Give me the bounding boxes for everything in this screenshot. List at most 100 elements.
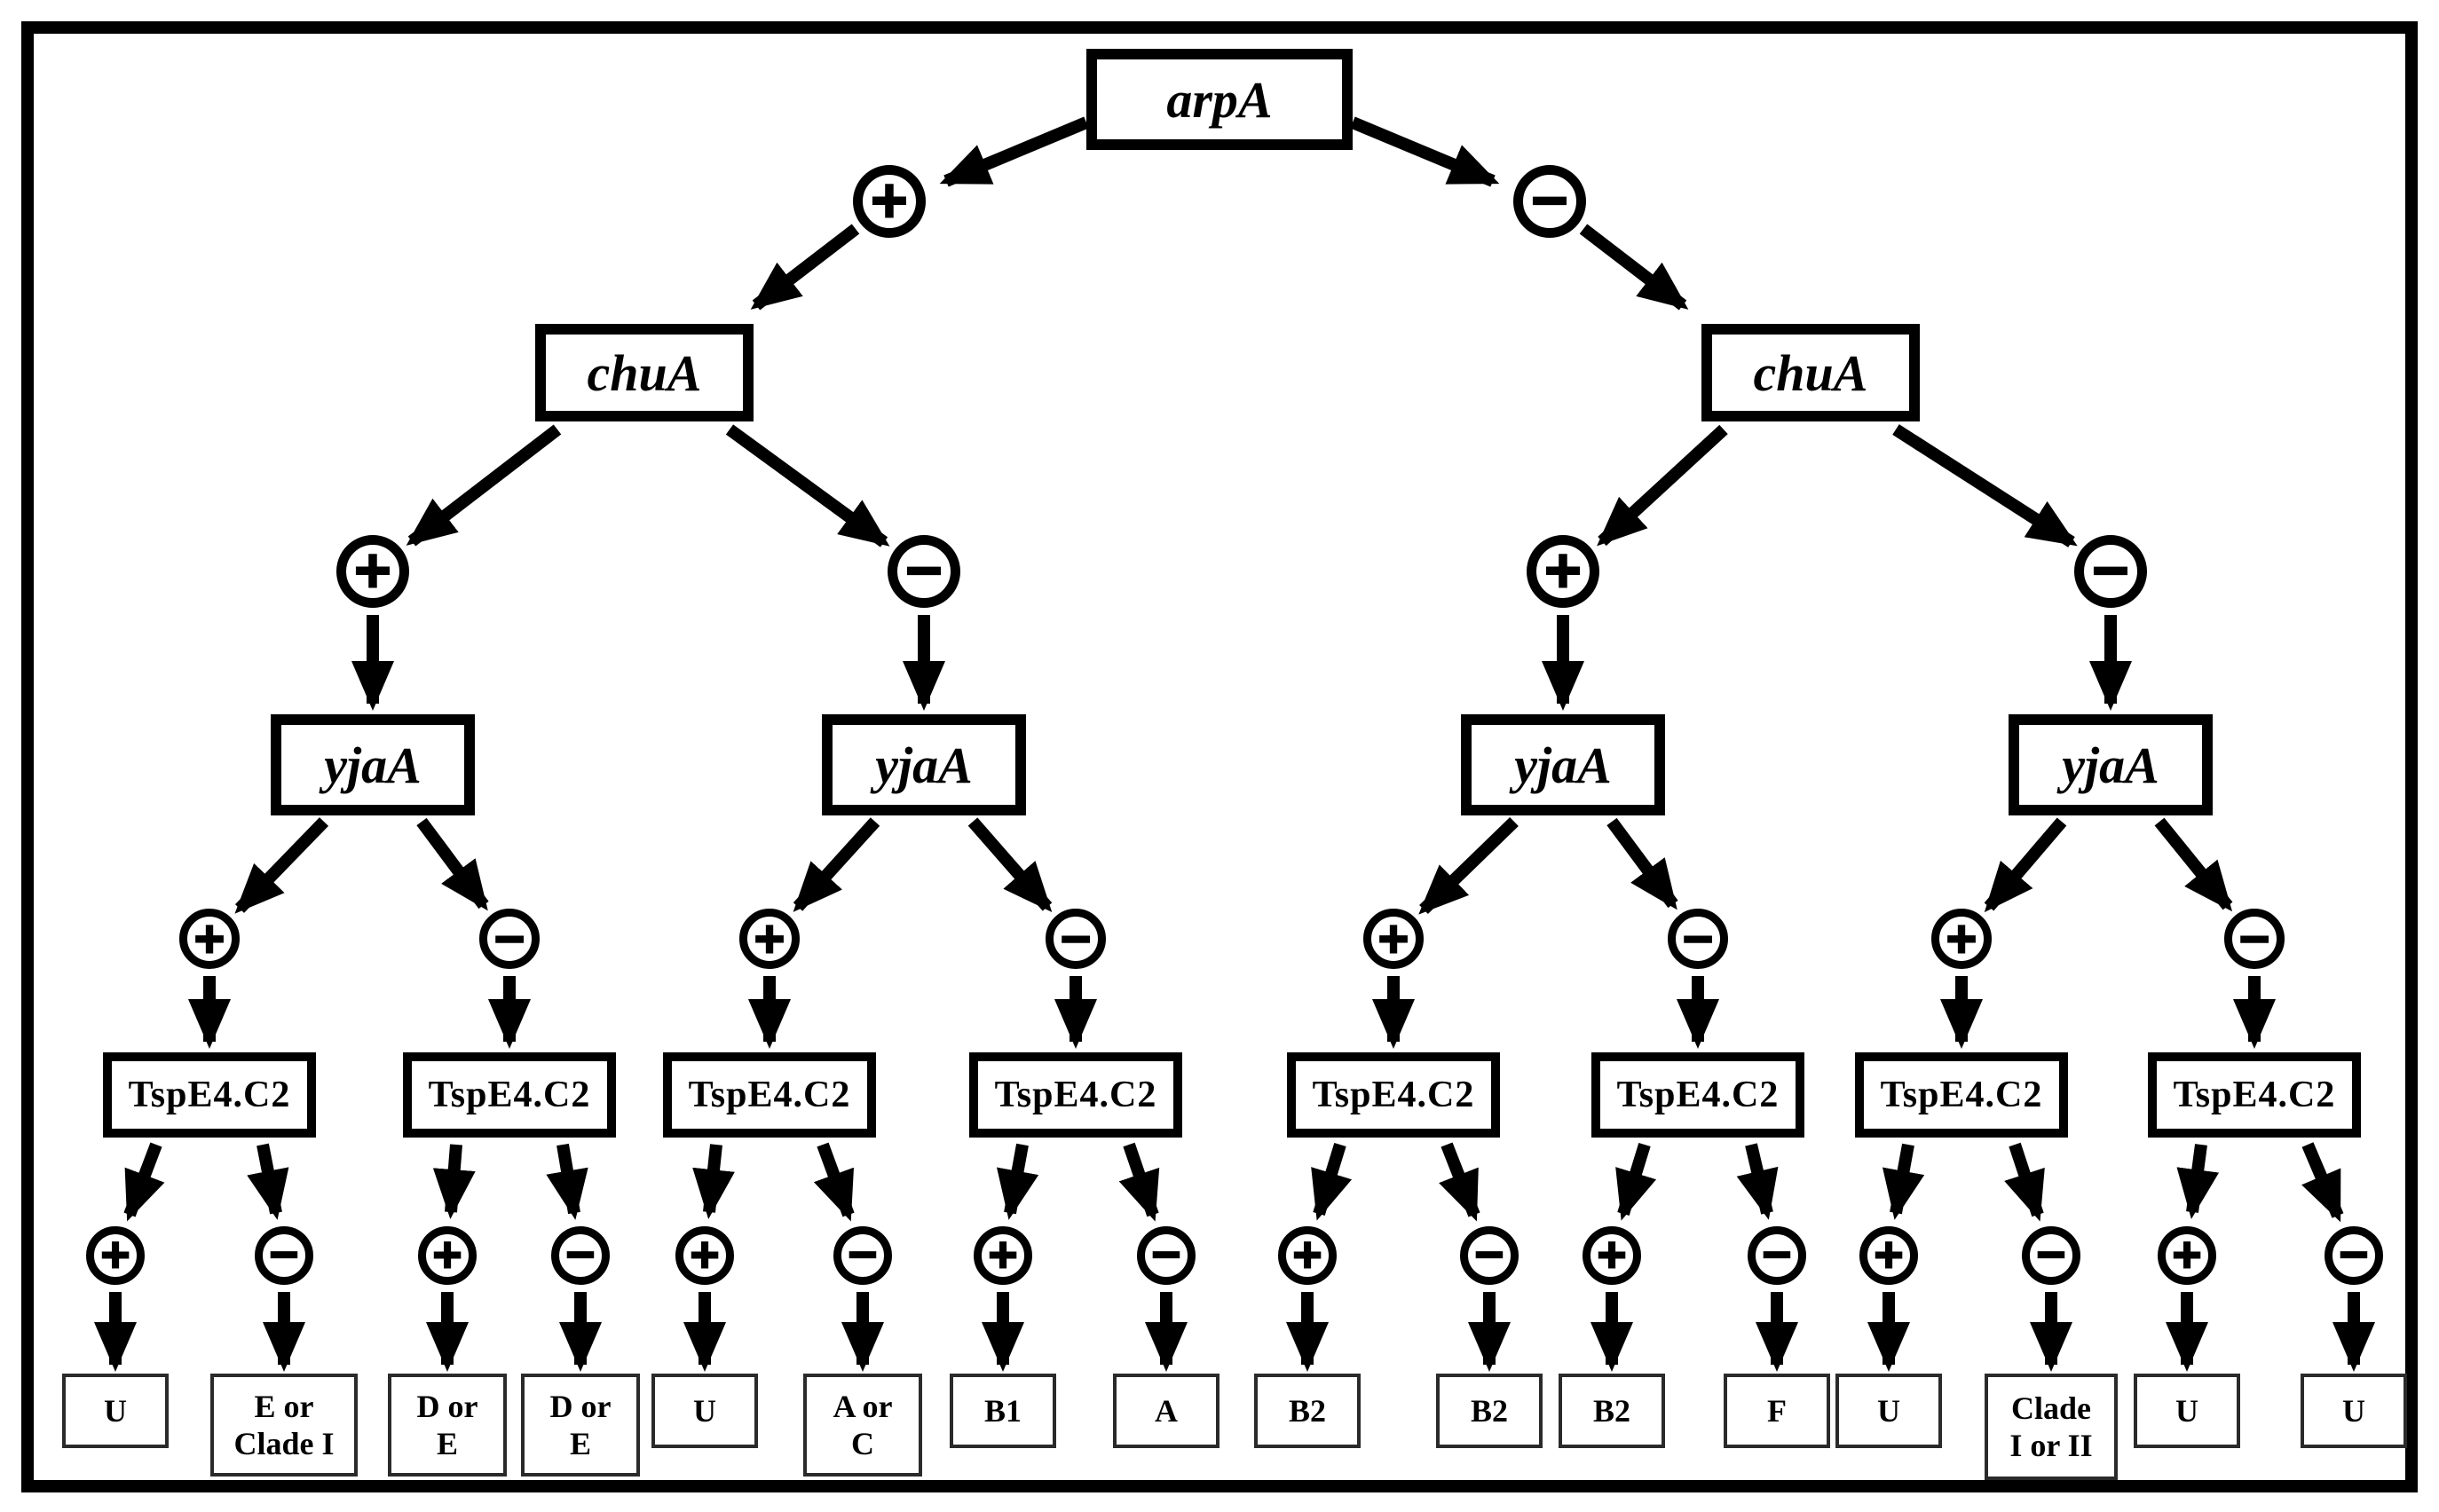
leaf-node-11: F [1724,1374,1830,1448]
minus-glyph: − [266,1231,302,1277]
sign-plus-icon: + [1527,535,1599,608]
node-yjaa-3: yjaA [2009,714,2213,815]
leaf-label: B1 [983,1392,1022,1429]
leaf-node-7: A [1113,1374,1220,1448]
node-tspe4-1: TspE4.C2 [403,1052,616,1138]
arrow-connector [939,116,1089,187]
leaf-label: B2 [1470,1392,1508,1429]
node-arpa: arpA [1086,49,1353,150]
leaf-label: A [1155,1392,1178,1429]
leaf-node-0: U [62,1374,169,1448]
diagram-border [21,21,2418,1492]
arrow-connector [2004,1142,2045,1222]
arrow-connector [1615,1142,1657,1221]
minus-glyph: − [2033,1231,2069,1277]
arrow-connector [1597,424,1728,547]
sign-plus-icon: + [179,909,240,969]
plus-glyph: + [1290,1231,1325,1277]
node-yjaa-0-label: yjaA [324,736,422,794]
minus-glyph: − [2336,1231,2372,1277]
minus-glyph: − [1472,1231,1507,1277]
arrow-connector [1736,1143,1779,1220]
leaf-node-12: U [1835,1374,1942,1448]
sign-minus-icon: − [1668,909,1728,969]
sign-plus-icon: + [336,535,409,608]
leaf-node-8: B2 [1254,1374,1361,1448]
minus-glyph: − [563,1231,598,1277]
arrow-connector [1439,1142,1480,1222]
node-chua-1-label: chuA [1753,343,1868,402]
arrow-connector [2154,817,2233,912]
sign-minus-icon: − [1046,909,1106,969]
sign-minus-icon: − [1460,1226,1519,1285]
leaf-node-6: B1 [950,1374,1056,1448]
node-arpa-label: arpA [1166,70,1273,129]
leaf-node-13: Clade I or II [1985,1374,2118,1480]
leaf-label: E [436,1426,458,1461]
minus-glyph: − [1759,1231,1795,1277]
node-tspe4-6-label: TspE4.C2 [1880,1075,2043,1115]
leaf-label: C [851,1426,874,1461]
leaf-label: U [2342,1392,2365,1429]
leaf-node-10: B2 [1559,1374,1665,1448]
minus-glyph: − [1527,170,1572,229]
node-tspe4-0: TspE4.C2 [103,1052,316,1138]
sign-minus-icon: − [551,1226,610,1285]
leaf-label: U [693,1392,716,1429]
leaf-node-4: U [651,1374,758,1448]
sign-minus-icon: − [1513,165,1586,238]
node-chua-1: chuA [1701,324,1920,421]
plus-glyph: + [351,540,395,599]
plus-glyph: + [98,1231,133,1277]
leaf-label: B2 [1592,1392,1630,1429]
arrow-connector [1984,817,2067,913]
sign-minus-icon: − [2022,1226,2080,1285]
node-tspe4-2: TspE4.C2 [663,1052,876,1138]
arrow-connector [692,1144,735,1219]
leaf-node-14: U [2134,1374,2240,1448]
node-yjaa-3-label: yjaA [2062,736,2159,794]
arrow-connector [2301,1142,2344,1223]
arrow-connector [793,817,880,912]
arrow-connector [247,1143,289,1220]
sign-minus-icon: − [1137,1226,1196,1285]
minus-glyph: − [845,1231,880,1277]
leaf-label: U [1877,1392,1900,1429]
plus-glyph: + [191,913,228,962]
node-chua-0: chuA [535,324,754,421]
node-yjaa-1-label: yjaA [875,736,973,794]
minus-glyph: − [902,540,946,599]
plus-glyph: + [1943,913,1980,962]
sign-minus-icon: − [1748,1226,1806,1285]
sign-plus-icon: + [974,1226,1032,1285]
arrow-connector [416,817,489,911]
arrow-connector [996,1143,1039,1220]
leaf-label: B2 [1288,1392,1326,1429]
sign-minus-icon: − [479,909,540,969]
arrow-connector [1892,424,2078,547]
sign-plus-icon: + [86,1226,145,1285]
sign-plus-icon: + [1363,909,1424,969]
sign-plus-icon: + [853,165,926,238]
node-tspe4-7-label: TspE4.C2 [2173,1075,2336,1115]
sign-plus-icon: + [675,1226,734,1285]
node-chua-0-label: chuA [587,343,702,402]
node-yjaa-2: yjaA [1461,714,1665,815]
minus-glyph: − [491,913,528,962]
sign-minus-icon: − [2224,909,2285,969]
arrow-connector [1606,817,1678,910]
sign-plus-icon: + [1931,909,1992,969]
minus-glyph: − [2236,913,2273,962]
node-tspe4-4: TspE4.C2 [1287,1052,1500,1138]
node-tspe4-0-label: TspE4.C2 [128,1075,291,1115]
node-tspe4-1-label: TspE4.C2 [428,1075,591,1115]
arrow-connector [1579,224,1689,311]
node-tspe4-5: TspE4.C2 [1591,1052,1804,1138]
leaf-node-3: D or E [521,1374,640,1477]
node-tspe4-4-label: TspE4.C2 [1312,1075,1475,1115]
arrow-connector [546,1143,588,1220]
sign-plus-icon: + [1859,1226,1918,1285]
sign-plus-icon: + [739,909,800,969]
node-tspe4-2-label: TspE4.C2 [688,1075,851,1115]
